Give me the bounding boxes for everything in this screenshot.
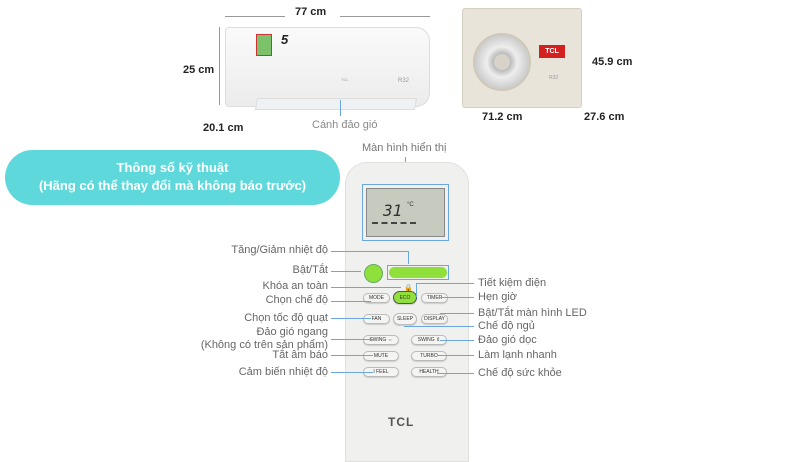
label-mode: Chọn chế độ xyxy=(265,294,328,306)
leader-line xyxy=(331,318,371,319)
label-health: Chế độ sức khỏe xyxy=(478,367,562,379)
mute-button[interactable]: MUTE xyxy=(363,351,399,361)
label-lock: Khóa an toàn xyxy=(262,280,328,292)
mode-button[interactable]: MODE xyxy=(363,293,390,303)
leader-line xyxy=(416,283,474,284)
label-not-available: (Không có trên sản phẩm) xyxy=(200,339,328,351)
indoor-width: 77 cm xyxy=(295,6,327,18)
outdoor-width: 71.2 cm xyxy=(482,111,523,123)
outdoor-unit: TCL R32 xyxy=(462,8,582,108)
indoor-height: 25 cm xyxy=(183,64,215,76)
swing-horizontal-button[interactable]: SWING ⇔ xyxy=(363,335,399,345)
leader-line xyxy=(408,251,409,264)
eco-button[interactable]: ECO xyxy=(393,291,417,304)
energy-label-icon xyxy=(256,34,272,56)
display-button[interactable]: DISPLAY xyxy=(421,314,448,324)
leader-line xyxy=(440,340,474,341)
fan-button[interactable]: FAN xyxy=(363,314,390,324)
leader-line xyxy=(331,355,373,356)
outdoor-height: 45.9 cm xyxy=(592,56,633,68)
label-sleep: Chế độ ngủ xyxy=(478,320,535,332)
label-turbo: Làm lạnh nhanh xyxy=(478,349,557,361)
indoor-depth: 20.1 cm xyxy=(203,122,244,134)
outdoor-logo: TCL xyxy=(539,45,565,58)
dim-arrow xyxy=(225,16,285,17)
leader-line xyxy=(331,271,361,272)
timer-button[interactable]: TIMER xyxy=(421,293,448,303)
dim-arrow xyxy=(340,16,430,17)
label-timer: Hẹn giờ xyxy=(478,291,518,303)
lcd-screen: 31 °C xyxy=(366,188,445,237)
label-swing-vertical: Đảo gió dọc xyxy=(478,334,537,346)
remote-control: 31 °C 🔒 MODE ECO TIMER FAN SLEEP DISPLAY… xyxy=(345,162,469,462)
leader-line xyxy=(436,297,474,298)
screen-highlight xyxy=(362,184,449,241)
leader-line xyxy=(437,355,474,356)
star-rating-badge: 5 xyxy=(281,32,289,47)
lock-icon: 🔒 xyxy=(404,285,413,292)
leader-line xyxy=(331,251,408,252)
outdoor-model-text: R32 xyxy=(549,75,559,81)
screen-label: Màn hình hiển thị xyxy=(362,142,447,154)
leader-line xyxy=(331,339,373,340)
lcd-unit: °C xyxy=(407,202,414,208)
indoor-logo: TCL xyxy=(341,77,349,82)
louver-label: Cánh đảo gió xyxy=(312,119,378,131)
lcd-fan-bar xyxy=(372,222,416,224)
power-button[interactable] xyxy=(364,264,383,283)
remote-logo: TCL xyxy=(388,415,415,429)
dim-arrow xyxy=(219,27,220,105)
label-temp-up-down: Tăng/Giảm nhiệt độ xyxy=(231,244,328,256)
louver xyxy=(254,98,418,110)
label-fan-speed: Chọn tốc độ quạt xyxy=(244,312,328,324)
leader-line xyxy=(440,313,474,314)
temp-up-down-button[interactable] xyxy=(389,267,447,278)
leader-line xyxy=(416,283,417,297)
spec-banner: Thông số kỹ thuật (Hãng có thể thay đổi … xyxy=(5,150,340,205)
temp-highlight xyxy=(387,265,449,280)
leader-line xyxy=(331,301,371,302)
sleep-button[interactable]: SLEEP xyxy=(393,313,417,325)
label-power: Bật/Tắt xyxy=(292,264,328,276)
health-button[interactable]: HEALTH xyxy=(411,367,447,377)
leader-line xyxy=(340,100,341,116)
lcd-temp: 31 xyxy=(383,201,403,220)
outdoor-depth: 27.6 cm xyxy=(584,111,625,123)
label-temp-sensor: Cảm biến nhiệt độ xyxy=(238,366,328,378)
leader-line xyxy=(331,372,373,373)
leader-line xyxy=(437,373,474,374)
leader-line xyxy=(331,287,401,288)
label-swing-horizontal: Đảo gió ngang xyxy=(256,326,328,338)
turbo-button[interactable]: TURBO xyxy=(411,351,447,361)
indoor-unit: 5 R32 TCL xyxy=(225,27,430,110)
model-text: R32 xyxy=(398,78,410,84)
label-display-led: Bật/Tắt màn hình LED xyxy=(478,307,587,319)
fan-grille-icon xyxy=(473,33,531,91)
spec-subtitle: (Hãng có thể thay đổi mà không báo trước… xyxy=(38,178,307,193)
label-mute: Tắt âm báo xyxy=(272,349,328,361)
label-eco: Tiết kiệm điện xyxy=(478,277,547,289)
leader-line xyxy=(404,326,474,327)
spec-title: Thông số kỹ thuật xyxy=(116,160,229,175)
